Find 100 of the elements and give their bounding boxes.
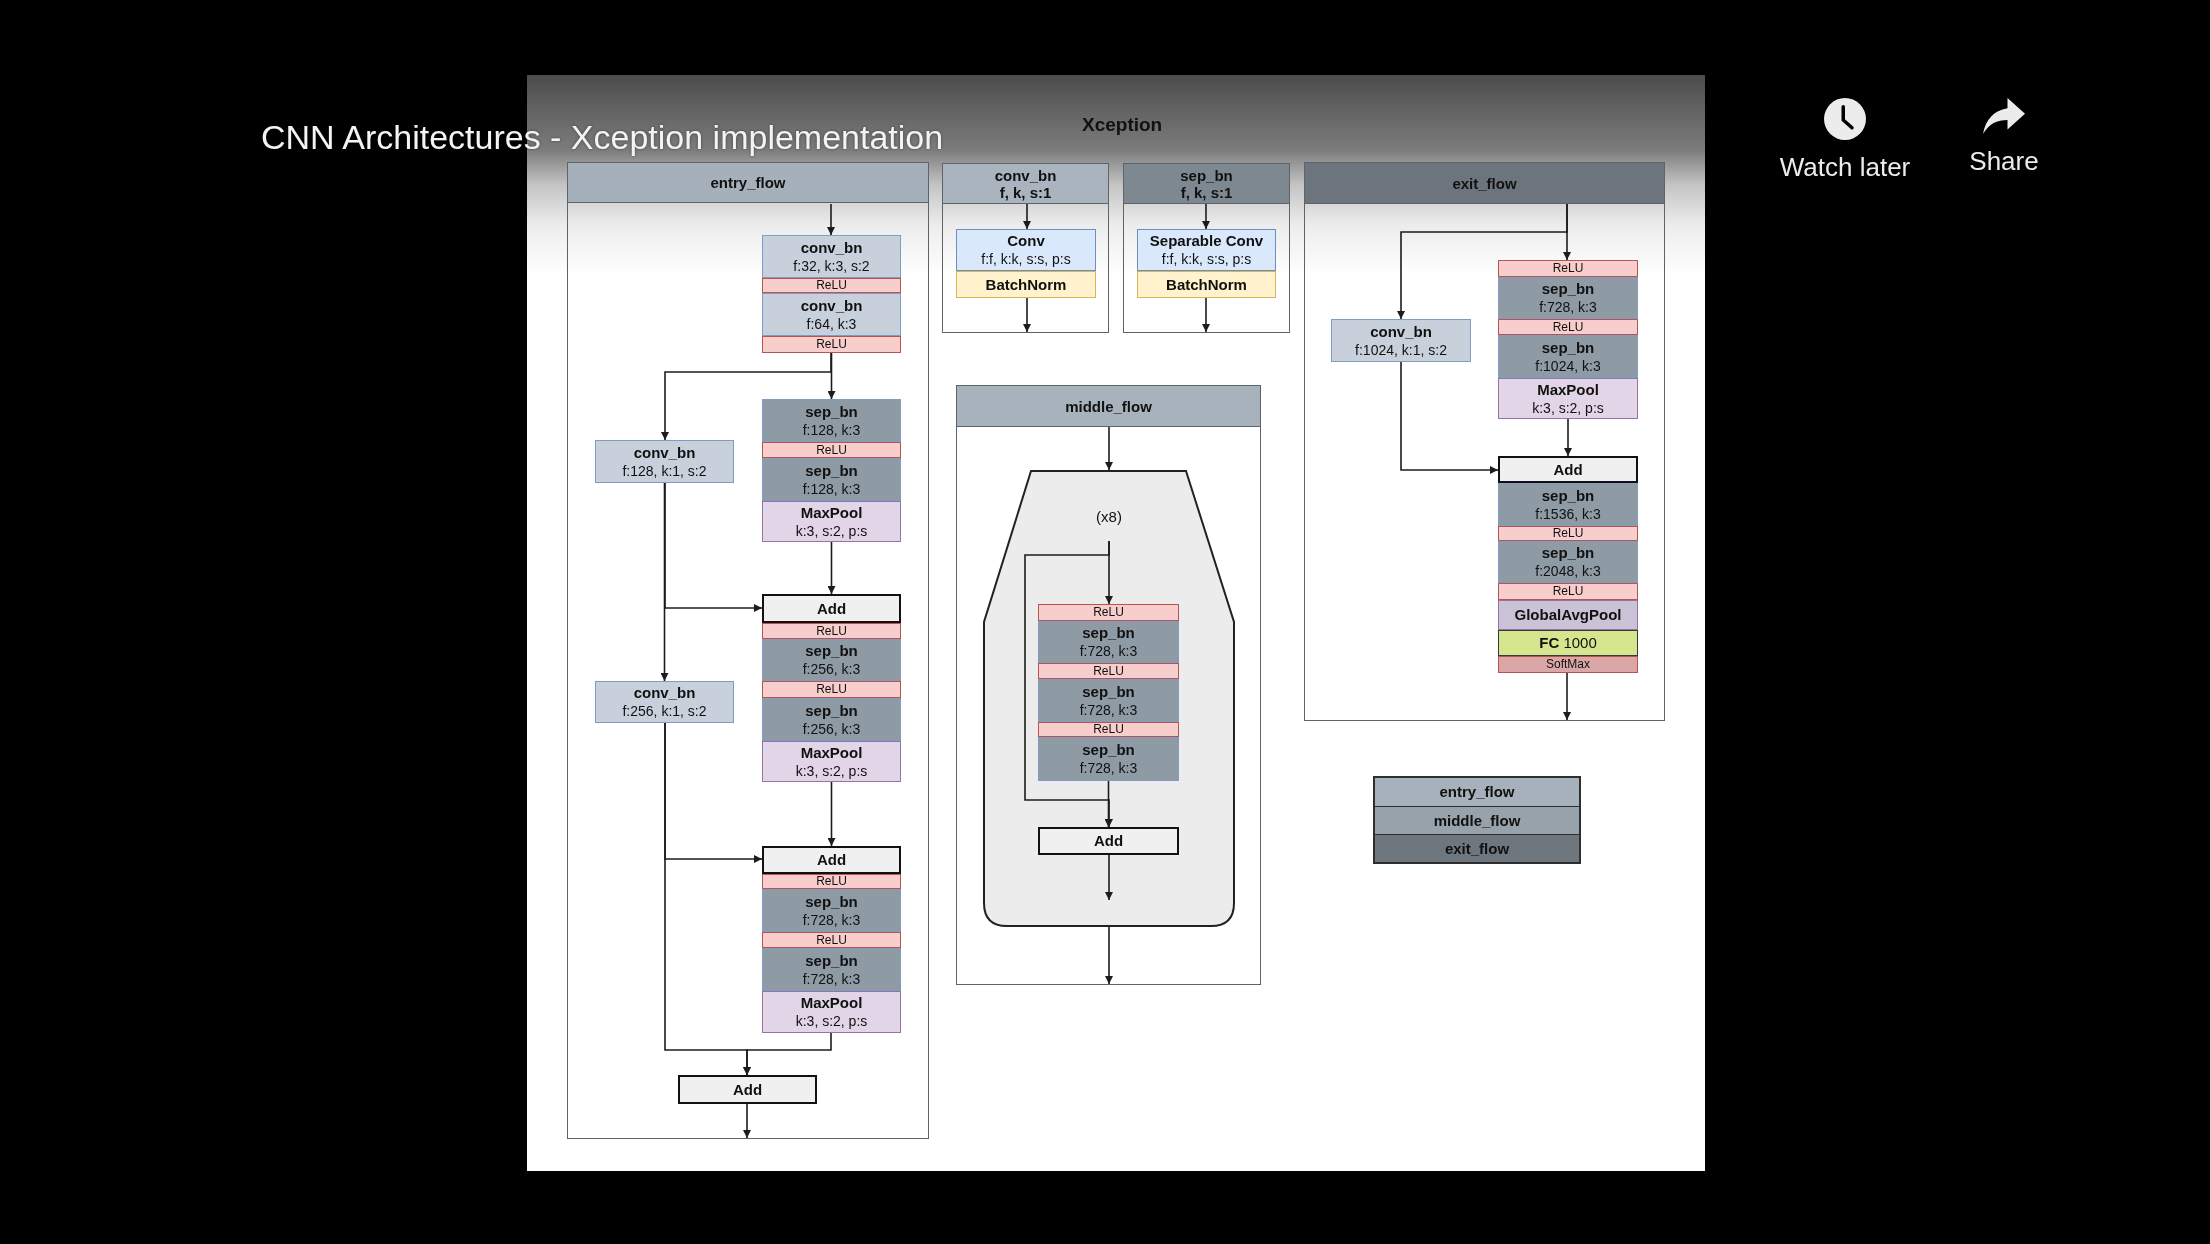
- layer-name: MaxPool: [800, 743, 863, 762]
- layer-name: sep_bn: [805, 461, 858, 480]
- layer-name: ReLU: [816, 443, 847, 457]
- add-block: [678, 1075, 817, 1104]
- layer-params: k:3, s:2, p:s: [795, 1012, 868, 1030]
- arrow: [743, 1103, 751, 1139]
- conv-bn-block: [595, 681, 734, 723]
- relu-block: [762, 874, 901, 889]
- relu-block: [1498, 319, 1638, 335]
- sep-bn-block: [762, 948, 901, 991]
- sep-bn-block: [1498, 277, 1638, 319]
- sep-bn-block: [762, 458, 901, 501]
- layer-params: f:f, k:k, s:s, p:s: [1161, 250, 1252, 268]
- panel-title: entry_flow: [710, 174, 786, 191]
- module-panel: [942, 163, 1109, 333]
- sep-bn-block: [1498, 483, 1638, 526]
- layer-name: conv_bn: [1370, 322, 1432, 341]
- layer-params: f:256, k:1, s:2: [622, 702, 707, 720]
- arrow: [1202, 203, 1210, 230]
- layer-params: f:1024, k:3: [1535, 356, 1601, 375]
- layer-name: sep_bn: [1541, 544, 1595, 562]
- arrow: [827, 203, 835, 236]
- layer-name: ReLU: [1552, 527, 1584, 540]
- arrow: [1104, 780, 1113, 828]
- layer-name: sep_bn: [805, 701, 858, 720]
- layer-params: f:128, k:3: [802, 420, 861, 439]
- layer-params: f:128, k:1, s:2: [622, 461, 707, 480]
- layer-params: f:32, k:3, s:2: [793, 256, 870, 275]
- relu-block: [1498, 583, 1638, 600]
- layer-name: sep_bn: [1541, 486, 1595, 505]
- global-avg-pool-block: [1498, 600, 1638, 630]
- layer-name: sep_bn: [1082, 682, 1135, 701]
- layer-params: k:3, s:2, p:s: [1532, 398, 1604, 417]
- layer-params: k:3, s:2, p:s: [795, 521, 868, 540]
- layer-params: f:f, k:k, s:s, p:s: [981, 250, 1071, 268]
- arrow: [1023, 203, 1031, 230]
- sep-bn-block: [1038, 679, 1179, 722]
- sep-bn-block: [1038, 621, 1179, 663]
- relu-block: [1498, 260, 1638, 277]
- panel-title: conv_bn: [994, 166, 1057, 184]
- layer-name: BatchNorm: [985, 275, 1067, 294]
- layer-name: sep_bn: [1082, 624, 1135, 642]
- panel-title: middle_flow: [1065, 397, 1152, 415]
- module-panel: [1304, 162, 1665, 721]
- layer-params: f:1024, k:1, s:2: [1355, 340, 1447, 359]
- add-block: [1038, 827, 1179, 855]
- module-panel: [567, 162, 929, 1139]
- arrow: [743, 1032, 832, 1076]
- layer-name: ReLU: [1552, 320, 1584, 334]
- legend-label: entry_flow: [1439, 783, 1515, 801]
- layer-params: f:64, k:3: [806, 314, 857, 333]
- relu-block: [762, 681, 901, 698]
- slide-name: Xception: [1082, 114, 1163, 136]
- arrow: [1023, 297, 1031, 333]
- layer-name: Add: [816, 851, 847, 869]
- layer-name: sep_bn: [805, 402, 858, 421]
- layer-name: ReLU: [816, 624, 847, 638]
- relu-block: [762, 336, 901, 353]
- layer-name: ReLU: [1552, 585, 1584, 598]
- panel-title: f, k, s:1: [1180, 183, 1233, 201]
- batchnorm-block: [956, 271, 1096, 298]
- layer-name: ReLU: [1552, 262, 1584, 275]
- layer-name: GlobalAvgPool: [1514, 606, 1622, 624]
- maxpool-block: [1498, 378, 1638, 419]
- arrow: [1202, 297, 1210, 333]
- conv-bn-block: [1331, 319, 1471, 362]
- conv-bn-block: [762, 293, 901, 336]
- layer-name: sep_bn: [1082, 741, 1135, 759]
- sep-bn-block: [762, 399, 901, 442]
- arrow: [1105, 426, 1113, 471]
- sep-bn-block: [762, 889, 901, 932]
- layer-name: Separable Conv: [1149, 232, 1264, 250]
- layer-name: Add: [816, 599, 847, 618]
- arrow: [1400, 361, 1499, 474]
- layer-name: ReLU: [1093, 664, 1124, 678]
- arrow: [1397, 203, 1568, 320]
- video-title: CNN Architectures - Xception implementation: [261, 117, 944, 157]
- relu-block: [1498, 526, 1638, 541]
- arrow: [1563, 672, 1571, 721]
- add-block: [1498, 456, 1638, 483]
- layer-params: k:3, s:2, p:s: [795, 761, 868, 780]
- add-block: [762, 846, 901, 874]
- maxpool-block: [762, 741, 901, 782]
- layer-name: Add: [1093, 832, 1124, 850]
- layer-params: f:256, k:3: [802, 660, 861, 678]
- layer-name: ReLU: [816, 338, 847, 351]
- layer-params: f:256, k:3: [802, 719, 861, 738]
- repeat-count: (x8): [1096, 508, 1122, 526]
- arrow: [827, 781, 836, 847]
- layer-params: f:728, k:3: [802, 910, 861, 929]
- maxpool-block: [762, 501, 901, 542]
- arrow: [1105, 926, 1113, 985]
- layer-name: MaxPool: [1537, 380, 1599, 399]
- arrow: [827, 541, 836, 595]
- layer-name: ReLU: [816, 933, 847, 947]
- arrow: [1105, 854, 1113, 901]
- conv-bn-block: [762, 235, 901, 278]
- arrow: [827, 352, 836, 400]
- relu-block: [1038, 604, 1179, 621]
- relu-block: [762, 442, 901, 458]
